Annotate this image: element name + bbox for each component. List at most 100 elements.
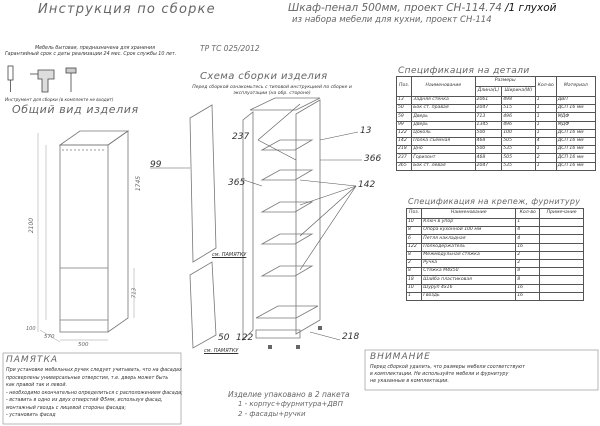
fittings-cell: Ключ в упор <box>421 217 517 228</box>
fittings-cell: 2 <box>515 258 541 269</box>
parts-col-qty: Кол-во <box>534 76 557 97</box>
see-note-2: см. ПАМЯТКУ <box>204 348 239 354</box>
parts-cell: 500 <box>474 145 503 155</box>
parts-cell: 535 <box>501 161 536 171</box>
assembly-note: Перед сборкой ознакомьтесь с типовой инс… <box>192 85 352 96</box>
parts-cell: МДФ <box>555 120 597 130</box>
parts-cell: Цоколь <box>411 128 476 138</box>
parts-cell: МДФ <box>555 112 597 122</box>
parts-col-length: Длина(L) <box>474 86 503 97</box>
text-line: При установке мебельных ручек следует уч… <box>6 368 182 373</box>
parts-col-pos: Поз. <box>395 76 413 97</box>
parts-col-material: Материал <box>555 76 597 97</box>
text-line: в комплектации. Не используйте мебели и … <box>370 372 509 377</box>
parts-col-name: Наименование <box>411 76 476 97</box>
text-line: - установить фасад <box>6 413 56 418</box>
parts-col-width: Ширина(W) <box>501 86 536 97</box>
parts-cell: 1 <box>534 112 557 122</box>
fittings-cell: Межмодульная стяжка <box>421 250 517 260</box>
fittings-cell <box>539 250 584 260</box>
label-99: 99 <box>150 160 162 170</box>
parts-cell: 505 <box>501 136 536 147</box>
attention-title: ВНИМАНИЕ <box>370 352 431 362</box>
fittings-cell: Стяжка М4х50 <box>421 267 517 277</box>
label-237: 237 <box>232 132 250 142</box>
label-50: 50 <box>218 333 230 343</box>
parts-cell: 2047 <box>474 161 503 171</box>
fittings-cell: 1 <box>515 217 541 228</box>
parts-cell: 2061 <box>474 95 503 106</box>
dim-height-total: 2100 <box>28 217 36 234</box>
packaging-line-1: 1 - корпус+фурнитура+ДВП <box>238 400 343 408</box>
parts-cell: Горизонт <box>411 153 476 163</box>
label-142: 142 <box>358 180 376 190</box>
parts-cell: ДСП 16 мм <box>555 145 597 155</box>
dim-depth: 570 <box>44 334 55 340</box>
general-view-dimensions <box>37 133 135 343</box>
parts-cell: 468 <box>474 153 503 163</box>
fittings-cell: 8 <box>405 250 423 260</box>
label-366: 366 <box>364 154 382 164</box>
parts-cell: Бок ст. правая <box>411 104 476 114</box>
parts-cell: 535 <box>501 145 536 155</box>
parts-cell: 2 <box>534 153 557 163</box>
parts-cell: 59 <box>395 112 413 122</box>
exploded-carcass <box>242 97 321 341</box>
fittings-cell: Ручка <box>421 258 517 269</box>
parts-cell: 713 <box>474 112 503 122</box>
fittings-cell <box>539 217 584 228</box>
text-line: просверлены универсальные отверстия, т.е… <box>6 375 169 381</box>
parts-cell: 1 <box>534 120 557 130</box>
fittings-cell: Гвоздь <box>421 291 517 301</box>
fittings-cell <box>539 275 584 285</box>
parts-cell: ДВП <box>555 95 597 106</box>
fittings-cell <box>539 234 584 244</box>
general-view-title: Общий вид изделия <box>12 103 139 116</box>
packaging-title: Изделие упаковано в 2 пакета <box>228 390 350 399</box>
parts-cell: 4 <box>534 136 557 147</box>
parts-col-size-group: Размеры <box>474 76 536 87</box>
label-365: 365 <box>228 178 246 188</box>
parts-cell: 142 <box>395 136 413 147</box>
parts-cell: 237 <box>395 153 413 163</box>
parts-cell: Полка съемная <box>411 136 476 147</box>
fittings-cell: 1 <box>405 291 423 301</box>
fittings-cell: 16 <box>515 242 541 252</box>
parts-cell: ДСП 16 мм <box>555 104 597 114</box>
intro-line-1: Мебель бытовая, предназначена для хранен… <box>35 46 155 51</box>
parts-cell: ДСП 16 мм <box>555 161 597 171</box>
label-218: 218 <box>342 332 360 342</box>
reminder-title: ПАМЯТКА <box>6 355 58 365</box>
hammer-icon <box>65 67 77 92</box>
fittings-cell: Шайба пластиковая <box>421 275 517 285</box>
doc-title-left: Инструкция по сборке <box>38 2 216 17</box>
fit-col-name: Наименование <box>421 208 517 219</box>
parts-cell: 1 <box>534 161 557 171</box>
doc-title-suffix: /1 глухой <box>505 2 557 14</box>
parts-cell: ДСП 16 мм <box>555 136 597 147</box>
general-view-cabinet <box>58 130 130 333</box>
parts-cell: Дверь <box>411 112 476 122</box>
tool-caption: Инструмент для сборки (в комплекте не вх… <box>5 97 114 102</box>
fittings-cell: 8 <box>515 275 541 285</box>
fittings-cell: 18 <box>405 275 423 285</box>
fittings-cell: 122 <box>405 242 423 252</box>
assembly-scheme-title: Схема сборки изделия <box>200 71 328 82</box>
leader-lines <box>150 103 362 341</box>
fittings-cell <box>539 291 584 301</box>
fittings-cell: 10 <box>405 283 423 293</box>
standard-code: ТР ТС 025/2012 <box>200 44 260 53</box>
parts-cell: ДСП 16 мм <box>555 153 597 163</box>
fit-col-pos: Поз. <box>405 208 423 219</box>
